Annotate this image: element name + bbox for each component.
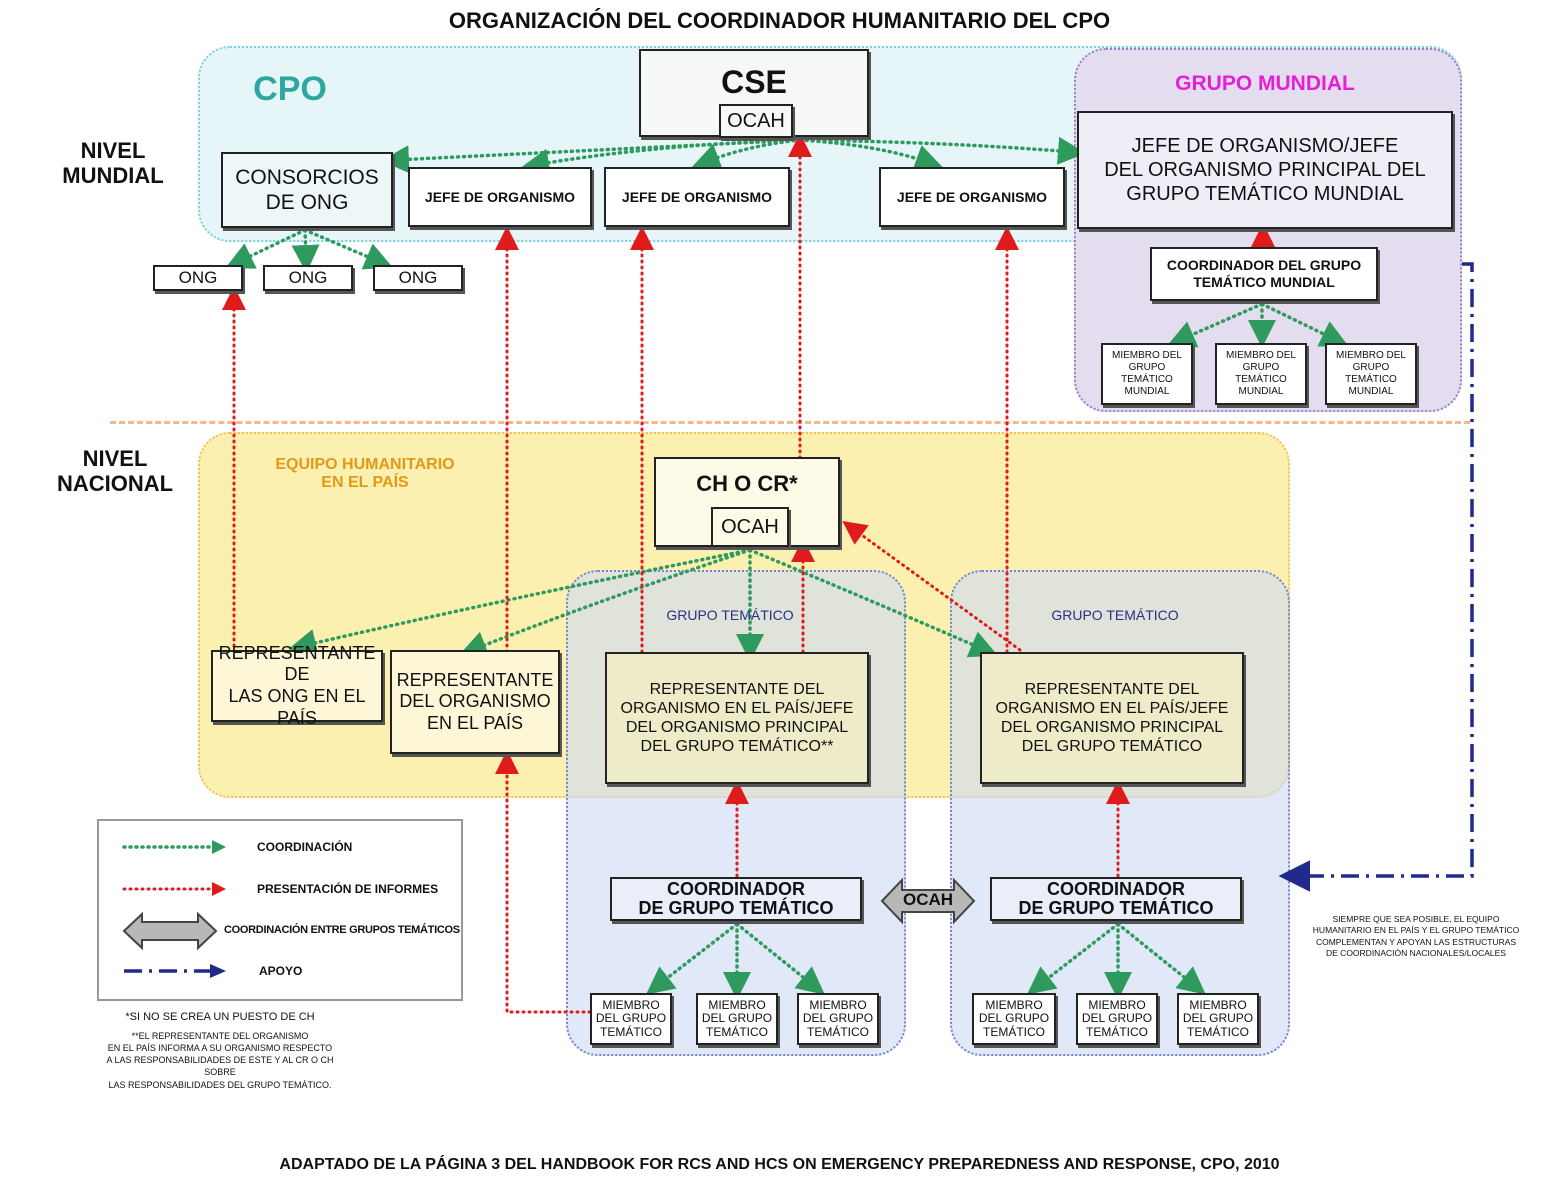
lead-rep-label-a: REPRESENTANTE DEL ORGANISMO EN EL PAÍS/J… — [620, 680, 854, 756]
ngo-rep-label: REPRESENTANTE DE LAS ONG EN EL PAÍS — [218, 642, 376, 728]
coordination-line — [1167, 302, 1264, 348]
coordination-line — [735, 922, 825, 995]
reporting-line — [842, 520, 1022, 652]
ngo-box-3: ONG — [373, 265, 463, 291]
cluster-member-box: MIEMBRO DEL GRUPO TEMÁTICO — [1076, 993, 1158, 1045]
cluster-coordinator-label: COORDINADOR DE GRUPO TEMÁTICO — [638, 879, 834, 918]
cluster-member-label: MIEMBRO DEL GRUPO TEMÁTICO — [802, 998, 874, 1039]
lead-rep-box-b: REPRESENTANTE DEL ORGANISMO EN EL PAÍS/J… — [980, 652, 1244, 784]
cluster-member-box: MIEMBRO DEL GRUPO TEMÁTICO — [797, 993, 879, 1045]
agency-head-box-2: JEFE DE ORGANISMO — [604, 167, 790, 227]
agency-head-box-3: JEFE DE ORGANISMO — [879, 167, 1065, 227]
cluster-b-label: GRUPO TEMÁTICO — [1051, 607, 1179, 623]
agency-head-label-1: JEFE DE ORGANISMO — [424, 188, 576, 205]
ngo-box-2: ONG — [263, 265, 353, 291]
ngo-rep-box: REPRESENTANTE DE LAS ONG EN EL PAÍS — [211, 643, 383, 728]
global-member-box-2: MIEMBRO DEL GRUPO TEMÁTICO MUNDIAL — [1215, 343, 1307, 405]
level-global-label: NIVEL MUNDIAL — [62, 138, 164, 189]
coordination-line — [645, 922, 739, 995]
coordination-line — [1026, 922, 1120, 995]
hc-ocah-label: OCAH — [721, 516, 779, 538]
hct-label: EQUIPO HUMANITARIO EN EL PAÍS — [275, 456, 455, 492]
agency-head-box-1: JEFE DE ORGANISMO — [408, 167, 592, 227]
cse-ocah-box: OCAH — [719, 104, 793, 138]
coordination-line — [691, 138, 802, 171]
lead-rep-label-b: REPRESENTANTE DEL ORGANISMO EN EL PAÍS/J… — [995, 680, 1229, 756]
coordination-line — [798, 136, 1086, 165]
cluster-member-label: MIEMBRO DEL GRUPO TEMÁTICO — [978, 998, 1050, 1039]
global-member-label: MIEMBRO DEL GRUPO TEMÁTICO MUNDIAL — [1335, 350, 1406, 397]
coordination-line — [1116, 922, 1206, 995]
rep-footnote: **EL REPRESENTANTE DEL ORGANISMO EN EL P… — [106, 1031, 334, 1090]
legend-symbols — [122, 840, 226, 978]
global-member-box-3: MIEMBRO DEL GRUPO TEMÁTICO MUNDIAL — [1325, 343, 1417, 405]
cluster-member-label: MIEMBRO DEL GRUPO TEMÁTICO — [701, 998, 773, 1039]
double-arrow-icon — [880, 877, 976, 925]
support-line — [1278, 262, 1474, 892]
ngo-label: ONG — [288, 267, 328, 287]
coordination-line — [748, 548, 998, 658]
legend — [97, 819, 463, 1001]
legend-coordination-label: COORDINACIÓN — [257, 840, 353, 854]
inter-cluster-icon — [122, 911, 218, 951]
hc-footnote: *SI NO SE CREA UN PUESTO DE CH — [125, 1011, 315, 1023]
coordination-line — [288, 548, 752, 657]
cluster-member-label: MIEMBRO DEL GRUPO TEMÁTICO — [1081, 998, 1153, 1039]
agency-rep-label: REPRESENTANTE DEL ORGANISMO EN EL PAÍS — [396, 669, 554, 733]
cluster-member-box: MIEMBRO DEL GRUPO TEMÁTICO — [696, 993, 778, 1045]
source-footer: ADAPTADO DE LA PÁGINA 3 DEL HANDBOOK FOR… — [279, 1156, 1280, 1173]
agency-head-label-3: JEFE DE ORGANISMO — [896, 188, 1048, 205]
ngo-label: ONG — [178, 267, 218, 287]
global-lead-box: JEFE DE ORGANISMO/JEFE DEL ORGANISMO PRI… — [1077, 111, 1453, 229]
legend-support-label: APOYO — [259, 964, 303, 978]
cpo-label: CPO — [253, 70, 327, 108]
global-member-box-1: MIEMBRO DEL GRUPO TEMÁTICO MUNDIAL — [1101, 343, 1193, 405]
cluster-member-label: MIEMBRO DEL GRUPO TEMÁTICO — [1182, 998, 1254, 1039]
global-cluster-label: GRUPO MUNDIAL — [1175, 72, 1355, 95]
coordination-line — [291, 228, 320, 273]
ngo-label: ONG — [398, 267, 438, 287]
agency-rep-box: REPRESENTANTE DEL ORGANISMO EN EL PAÍS — [390, 650, 560, 754]
level-national-label: NIVEL NACIONAL — [56, 446, 174, 497]
cluster-member-label: MIEMBRO DEL GRUPO TEMÁTICO — [595, 998, 667, 1039]
cse-label: CSE — [721, 64, 787, 100]
cluster-coordinator-box-a: COORDINADOR DE GRUPO TEMÁTICO — [610, 877, 862, 921]
global-member-label: MIEMBRO DEL GRUPO TEMÁTICO MUNDIAL — [1111, 350, 1182, 397]
level-divider — [110, 421, 1470, 424]
hc-label: CH O CR* — [696, 471, 798, 496]
agency-head-label-2: JEFE DE ORGANISMO — [621, 188, 773, 205]
lead-rep-box-a: REPRESENTANTE DEL ORGANISMO EN EL PAÍS/J… — [605, 652, 869, 784]
legend-inter-cluster-label: COORDINACIÓN ENTRE GRUPOS TEMÁTICOS — [224, 924, 460, 936]
cse-ocah-label: OCAH — [727, 110, 785, 132]
cluster-a-label: GRUPO TEMÁTICO — [666, 607, 794, 623]
ngo-consortia-box: CONSORCIOS DE ONG — [221, 152, 393, 228]
cluster-member-box: MIEMBRO DEL GRUPO TEMÁTICO — [972, 993, 1056, 1045]
cluster-member-box: MIEMBRO DEL GRUPO TEMÁTICO — [1177, 993, 1259, 1045]
hc-ocah-box: OCAH — [711, 507, 789, 547]
legend-reporting-label: PRESENTACIÓN DE INFORMES — [257, 882, 439, 896]
cluster-coordinator-label: COORDINADOR DE GRUPO TEMÁTICO — [1018, 879, 1214, 918]
ngo-consortia-label: CONSORCIOS DE ONG — [235, 165, 379, 214]
coordination-line — [521, 138, 802, 177]
coordination-line — [458, 548, 752, 658]
global-lead-label: JEFE DE ORGANISMO/JEFE DEL ORGANISMO PRI… — [1104, 135, 1426, 205]
coordination-line — [1260, 302, 1349, 347]
coordination-line — [225, 228, 307, 269]
support-note: SIEMPRE QUE SEA POSIBLE, EL EQUIPO HUMAN… — [1312, 914, 1520, 959]
page-title: ORGANIZACIÓN DEL COORDINADOR HUMANITARIO… — [448, 8, 1111, 33]
inter-cluster-ocah-label: OCAH — [902, 890, 954, 909]
ngo-box-1: ONG — [153, 265, 243, 291]
global-coordinator-label: COORDINADOR DEL GRUPO TEMÁTICO MUNDIAL — [1166, 257, 1362, 290]
global-member-label: MIEMBRO DEL GRUPO TEMÁTICO MUNDIAL — [1225, 350, 1296, 397]
cluster-coordinator-box-b: COORDINADOR DE GRUPO TEMÁTICO — [990, 877, 1242, 921]
cluster-member-box: MIEMBRO DEL GRUPO TEMÁTICO — [590, 993, 672, 1045]
coordination-line — [303, 228, 393, 270]
reporting-line — [495, 750, 592, 1014]
global-coordinator-box: COORDINADOR DEL GRUPO TEMÁTICO MUNDIAL — [1150, 247, 1378, 301]
